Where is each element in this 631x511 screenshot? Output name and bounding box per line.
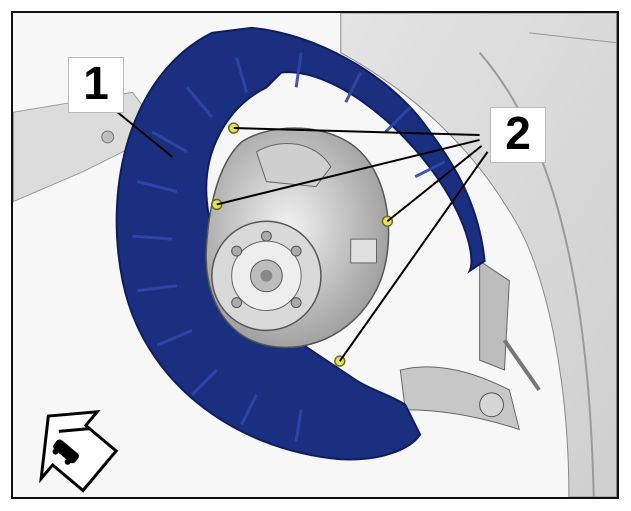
brake-shield-diagram: 1 2 [11, 11, 619, 499]
leader-line-2a [233, 127, 480, 136]
leader-lines [102, 99, 489, 362]
callout-label-1: 1 [68, 57, 124, 113]
wheel-hub [205, 127, 390, 349]
vehicle-front-arrow-icon [39, 409, 119, 493]
suspension-arm [399, 260, 541, 431]
brake-shield [115, 26, 486, 461]
leader-line-2c [386, 145, 483, 223]
illustration [13, 13, 617, 497]
callout-label-2: 2 [490, 107, 546, 163]
leader-line-2b [216, 138, 480, 206]
leader-line-2d [338, 151, 489, 362]
